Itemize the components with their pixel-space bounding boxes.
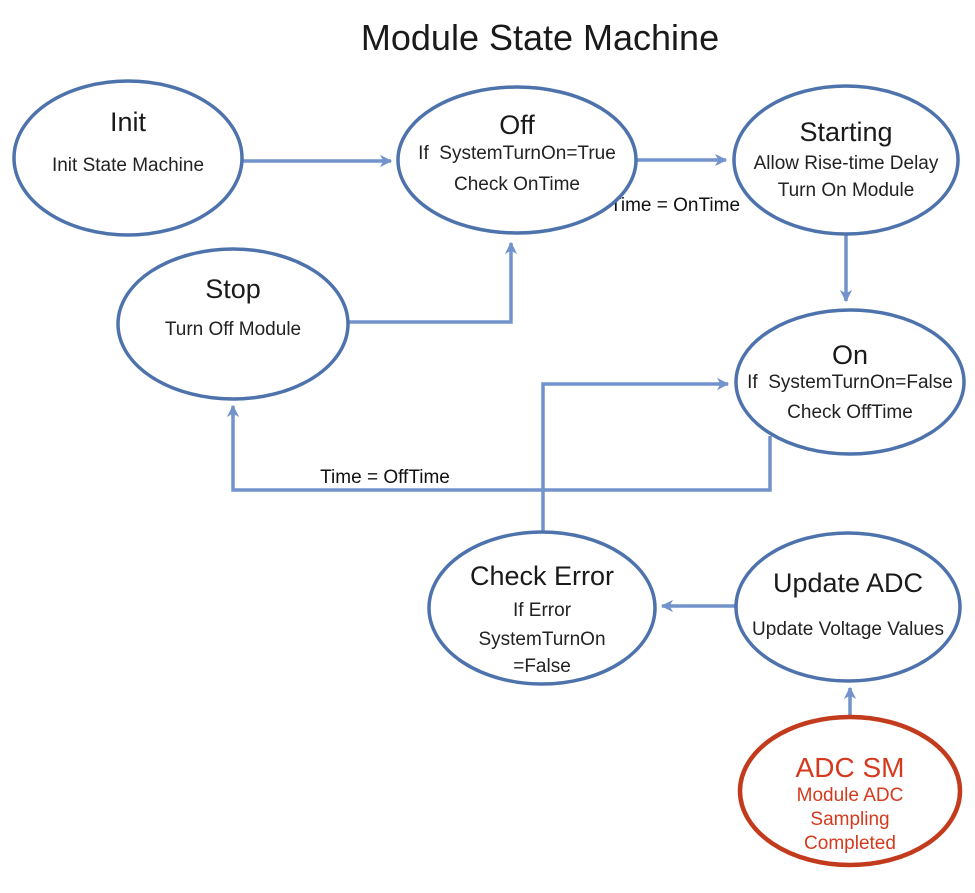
check-error-body-line: SystemTurnOn: [478, 629, 605, 650]
edge-check-error-to-on: [541, 377, 730, 532]
init-body-line: Init State Machine: [52, 155, 204, 176]
off-body-line: If SystemTurnOn=True: [418, 143, 616, 164]
starting-body-line: Allow Rise-time Delay: [754, 153, 939, 174]
node-off: Off If SystemTurnOn=True Check OnTime: [396, 85, 638, 235]
on-title: On: [832, 340, 868, 370]
off-body-line: Check OnTime: [454, 174, 580, 195]
node-init: Init Init State Machine: [12, 79, 244, 237]
on-body-line: If SystemTurnOn=False: [747, 372, 953, 393]
node-adc-sm: ADC SM Module ADC Sampling Completed: [737, 714, 963, 868]
node-check-error: Check Error If Error SystemTurnOn =False: [427, 530, 657, 686]
stop-ellipse: [116, 247, 350, 401]
starting-ellipse: [732, 84, 960, 236]
node-stop: Stop Turn Off Module: [116, 247, 350, 401]
update-adc-ellipse: [734, 531, 962, 683]
off-ellipse: [396, 85, 638, 235]
node-update-adc: Update ADC Update Voltage Values: [734, 531, 962, 683]
check-error-body-line: If Error: [513, 600, 572, 621]
update-adc-title: Update ADC: [773, 568, 923, 598]
edge-on-to-stop: [226, 404, 772, 492]
init-ellipse: [12, 79, 244, 237]
check-error-ellipse: [427, 530, 657, 686]
on-ellipse: [734, 308, 966, 456]
stop-title: Stop: [205, 274, 261, 304]
node-on: On If SystemTurnOn=False Check OffTime: [734, 308, 966, 456]
node-starting: Starting Allow Rise-time Delay Turn On M…: [732, 84, 960, 236]
stop-body-line: Turn Off Module: [165, 319, 301, 340]
adc-sm-body-line: Sampling: [810, 809, 889, 830]
adc-sm-body-line: Module ADC: [797, 785, 904, 806]
adc-sm-title: ADC SM: [796, 752, 905, 783]
starting-body-line: Turn On Module: [778, 180, 915, 201]
edge-stop-to-off: [349, 241, 518, 324]
update-adc-body-line: Update Voltage Values: [752, 619, 944, 640]
adc-sm-ellipse: [737, 714, 963, 868]
diagram-title: Module State Machine: [361, 17, 719, 58]
starting-title: Starting: [799, 117, 892, 147]
init-title: Init: [110, 107, 147, 137]
off-title: Off: [499, 110, 535, 140]
check-error-body-line: =False: [513, 656, 571, 677]
adc-sm-body-line: Completed: [804, 833, 896, 854]
on-body-line: Check OffTime: [787, 402, 913, 423]
check-error-title: Check Error: [470, 561, 614, 591]
edge-label-off-time: Time = OffTime: [320, 467, 450, 488]
edge-label-on-time: Time = OnTime: [610, 195, 740, 216]
